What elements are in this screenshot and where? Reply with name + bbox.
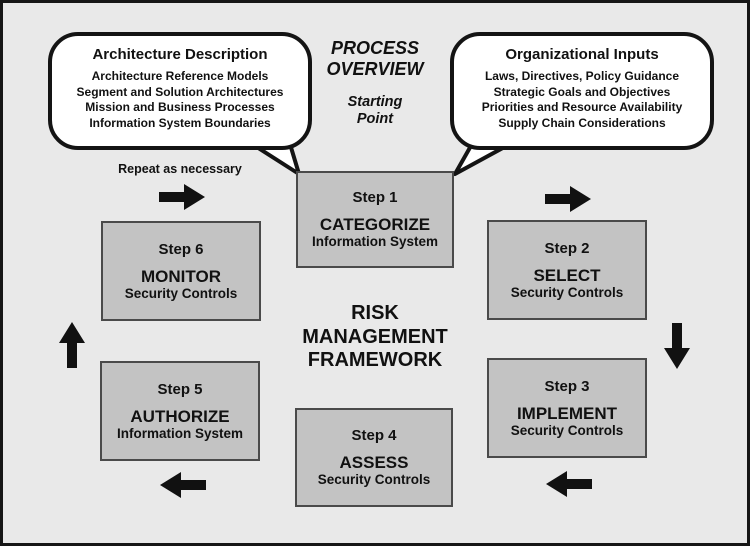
callout-line: Architecture Reference Models	[91, 69, 269, 83]
callout-title: Organizational Inputs	[505, 46, 659, 63]
arrow-step1-to-step2-icon	[545, 186, 591, 212]
step-6-monitor-box: Step 6 MONITOR Security Controls	[101, 221, 261, 321]
step-5-authorize-box: Step 5 AUTHORIZE Information System	[100, 361, 260, 461]
step-action: CATEGORIZE	[319, 215, 431, 234]
step-label: Step 1	[352, 189, 398, 206]
step-label: Step 4	[351, 427, 397, 444]
step-object: Information System	[116, 425, 244, 441]
callout-organizational-inputs: Organizational Inputs Laws, Directives, …	[450, 32, 714, 150]
callout-line: Strategic Goals and Objectives	[493, 84, 671, 99]
step-action: ASSESS	[339, 453, 409, 472]
callout-line: Laws, Directives, Policy Guidance	[484, 69, 680, 83]
step-action: IMPLEMENT	[516, 403, 618, 423]
overview-title-line: OVERVIEW	[326, 59, 424, 79]
step-action: SELECT	[533, 265, 601, 285]
step-label: Step 5	[157, 380, 203, 398]
step-2-select-box: Step 2 SELECT Security Controls	[487, 220, 647, 320]
step-label: Step 2	[544, 239, 590, 257]
rmf-title-line: RISK	[351, 302, 399, 324]
callout-line: Information System Boundaries	[89, 115, 271, 130]
rmf-title-line: FRAMEWORK	[307, 349, 443, 371]
callout-line: Supply Chain Considerations	[498, 115, 666, 130]
callout-line: Priorities and Resource Availability	[481, 100, 683, 114]
arrow-step3-to-step4-icon	[546, 471, 592, 497]
callout-line: Mission and Business Processes	[85, 100, 275, 114]
step-object: Security Controls	[510, 422, 624, 438]
repeat-as-necessary-label: Repeat as necessary	[118, 162, 242, 176]
step-label: Step 6	[158, 240, 204, 258]
overview-title-line: PROCESS	[330, 38, 420, 58]
callout-architecture-description: Architecture Description Architecture Re…	[48, 32, 312, 150]
arrow-step5-to-step6-icon	[59, 322, 85, 368]
arrow-step4-to-step5-icon	[160, 472, 206, 498]
arrow-step2-to-step3-icon	[664, 323, 690, 369]
callout-line: Segment and Solution Architectures	[76, 84, 284, 99]
process-overview-heading: PROCESS OVERVIEW Starting Point	[300, 38, 450, 128]
rmf-title-line: MANAGEMENT	[302, 325, 448, 348]
step-object: Security Controls	[124, 285, 238, 301]
step-label: Step 3	[544, 377, 590, 395]
step-3-implement-box: Step 3 IMPLEMENT Security Controls	[487, 358, 647, 458]
callout-title: Architecture Description	[92, 46, 268, 63]
step-object: Security Controls	[510, 284, 624, 300]
risk-management-framework-title: RISK MANAGEMENT FRAMEWORK	[290, 302, 460, 373]
repeat-arrow-right-icon	[159, 184, 205, 210]
step-object: Information System	[311, 234, 439, 249]
step-action: AUTHORIZE	[130, 406, 230, 426]
step-object: Security Controls	[317, 472, 431, 487]
step-4-assess-box: Step 4 ASSESS Security Controls	[295, 408, 453, 507]
step-1-categorize-box: Step 1 CATEGORIZE Information System	[296, 171, 454, 268]
starting-point-line: Starting	[347, 94, 403, 110]
starting-point-line: Point	[356, 111, 394, 127]
step-action: MONITOR	[141, 266, 221, 286]
